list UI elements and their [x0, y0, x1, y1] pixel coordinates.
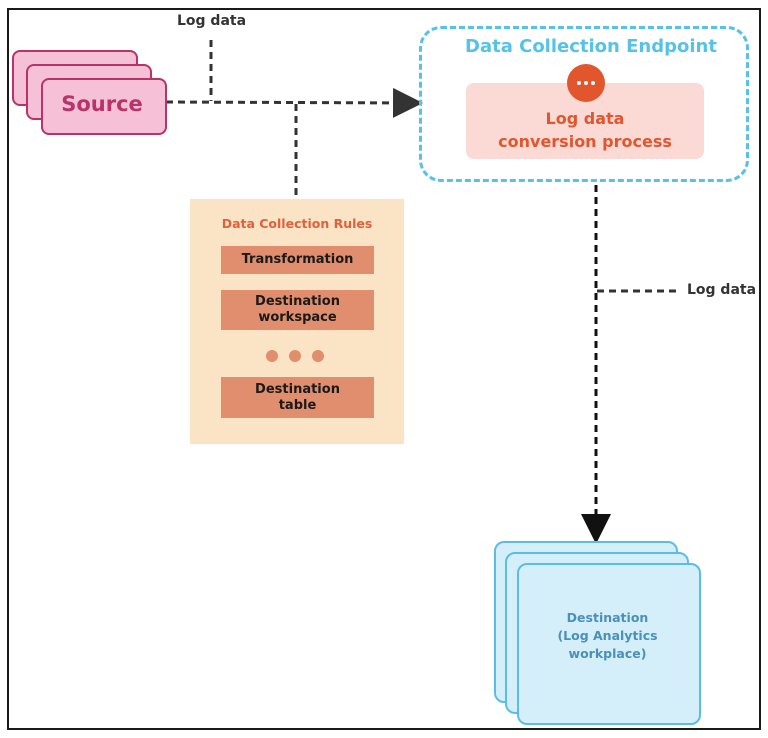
log-data-label-top: Log data — [177, 13, 247, 29]
rule-line: Destination — [255, 294, 340, 309]
rule-transformation[interactable]: Transformation — [221, 246, 374, 274]
rule-line: Destination — [255, 381, 340, 397]
rule-line: workspace — [258, 310, 337, 325]
process-line-2: conversion process — [498, 132, 672, 151]
destination-text: Destination (Log Analytics workplace) — [519, 609, 696, 663]
process-line-1: Log data — [545, 109, 625, 128]
destination-line-1: Destination — [566, 610, 649, 625]
source-card-front[interactable] — [41, 78, 167, 135]
destination-line-3: workplace) — [568, 646, 647, 661]
rule-line: Transformation — [241, 252, 354, 267]
destination-card-front[interactable] — [517, 563, 701, 725]
ellipsis-dot — [289, 350, 301, 362]
endpoint-title: Data Collection Endpoint — [465, 36, 717, 57]
more-dots-icon — [567, 64, 605, 102]
destination-line-2: (Log Analytics — [557, 628, 658, 643]
ellipsis-dot — [266, 350, 278, 362]
conversion-process-text: Log data conversion process — [466, 107, 704, 153]
rule-destination-workspace[interactable]: Destination workspace — [221, 290, 374, 330]
rule-destination-table[interactable]: Destination table — [221, 377, 374, 418]
log-data-label-right: Log data — [687, 282, 757, 298]
data-collection-endpoint[interactable] — [419, 26, 749, 182]
source-to-endpoint-arrow — [165, 87, 423, 118]
ellipsis-dot — [312, 350, 324, 362]
source-label: Source — [61, 92, 143, 116]
rule-line: table — [278, 397, 317, 413]
rules-title: Data Collection Rules — [221, 216, 373, 231]
